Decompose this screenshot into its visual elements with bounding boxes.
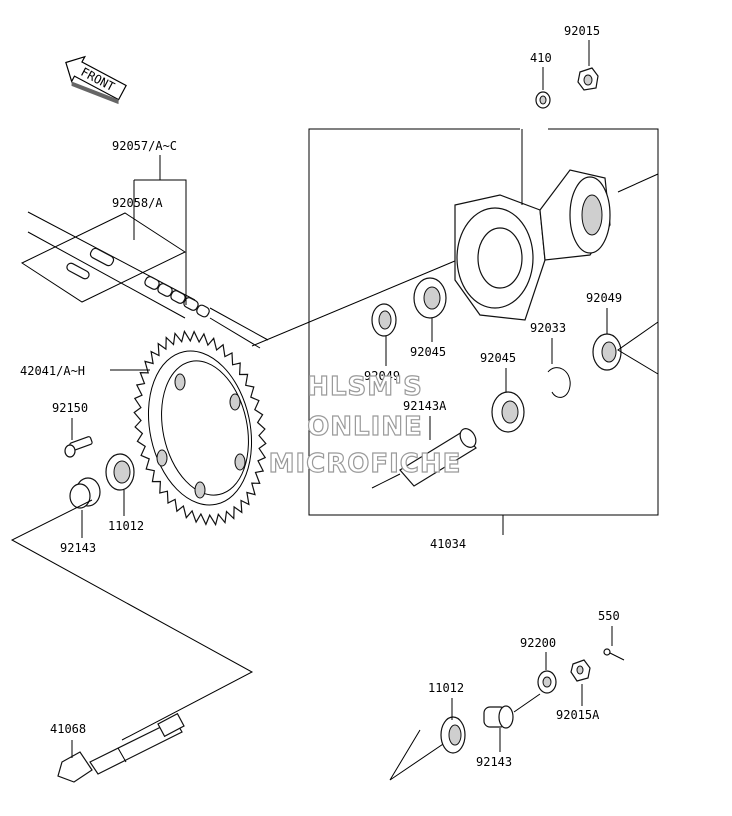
bearing-92045-left	[413, 277, 447, 319]
label-92143-top: 92143	[60, 541, 96, 555]
washer-410	[535, 91, 551, 109]
seal-92049-right	[592, 333, 622, 371]
label-92058: 92058/A	[112, 196, 163, 210]
watermark-line-1: HLSM'S	[307, 372, 423, 402]
washer-92200	[537, 670, 557, 694]
label-92143-bottom: 92143	[476, 755, 512, 769]
label-92015: 92015	[564, 24, 600, 38]
chain-joint-link	[89, 247, 115, 267]
nut-92015A	[570, 659, 591, 682]
label-92049-right: 92049	[586, 291, 622, 305]
label-92057: 92057/A~C	[112, 139, 177, 153]
rear-hub	[251, 169, 659, 347]
spacer-92143A	[371, 428, 477, 489]
chain-joint-plate	[66, 262, 90, 280]
label-92033: 92033	[530, 321, 566, 335]
axle-41068	[57, 712, 185, 783]
label-92045-left: 92045	[410, 345, 446, 359]
chain-joint-box	[20, 212, 187, 303]
drive-chain	[20, 211, 269, 349]
label-92045-right: 92045	[480, 351, 516, 365]
seal-92049-left	[371, 303, 397, 337]
label-92015A: 92015A	[556, 708, 600, 722]
chain-links	[144, 276, 210, 318]
rear-sprocket	[133, 329, 267, 527]
bearing-92045-right	[491, 391, 525, 433]
label-41034: 41034	[430, 537, 466, 551]
label-410: 410	[530, 51, 552, 65]
seal-11012-bottom	[440, 716, 466, 754]
label-550: 550	[598, 609, 620, 623]
hub-assembly-frame	[308, 128, 659, 535]
label-41068: 41068	[50, 722, 86, 736]
watermark-line-2: ONLINE	[307, 412, 423, 442]
label-92200: 92200	[520, 636, 556, 650]
label-11012-top: 11012	[108, 519, 144, 533]
label-92049-left: 92049	[364, 369, 400, 383]
label-92150: 92150	[52, 401, 88, 415]
collar-92143-bottom	[483, 705, 514, 729]
sprocket-bolt	[64, 436, 93, 458]
front-arrow-icon: FRONT	[65, 55, 127, 105]
nut-92015	[577, 67, 599, 91]
collar-92143-top	[69, 477, 101, 509]
circlip-92033	[547, 367, 571, 398]
label-11012-bottom: 11012	[428, 681, 464, 695]
seal-11012-top	[105, 453, 135, 491]
label-42041: 42041/A~H	[20, 364, 85, 378]
label-92143A: 92143A	[403, 399, 447, 413]
watermark-line-3: MICROFICHE	[269, 449, 462, 479]
cotter-pin-550	[603, 648, 625, 661]
